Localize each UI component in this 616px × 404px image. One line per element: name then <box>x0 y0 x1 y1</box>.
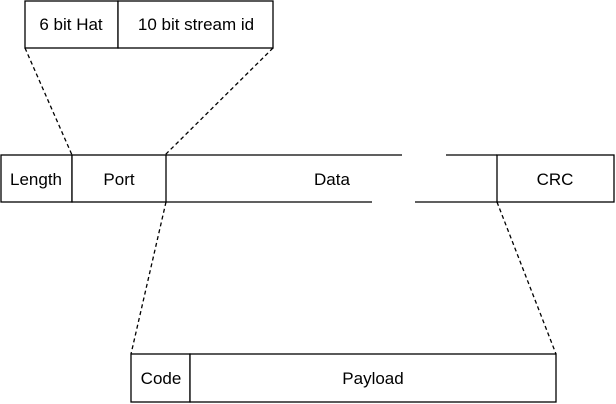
payload-field-label: Payload <box>342 369 403 388</box>
length-field-label: Length <box>10 170 62 189</box>
port-field-label: Port <box>103 170 134 189</box>
packet-row: Length Port Data CRC <box>0 154 615 203</box>
data-field-label: Data <box>314 170 350 189</box>
payload-field-box <box>189 353 557 403</box>
hat-field-label: 6 bit Hat <box>39 15 103 34</box>
port-field-box <box>71 154 167 203</box>
port-expansion-left-line <box>24 47 73 156</box>
crc-field-label: CRC <box>537 170 574 189</box>
length-field-box <box>0 154 73 203</box>
port-expansion-right-line <box>164 47 274 156</box>
code-field-label: Code <box>141 369 182 388</box>
data-expansion-right-line <box>496 201 557 355</box>
data-expansion-left-line <box>130 201 167 355</box>
hat-field-box <box>24 0 119 49</box>
crc-field-box <box>496 154 615 203</box>
port-detail-group: 6 bit Hat 10 bit stream id <box>24 0 274 49</box>
data-detail-group: Code Payload <box>130 353 557 403</box>
stream-id-field-label: 10 bit stream id <box>138 15 254 34</box>
code-field-box <box>130 353 191 403</box>
stream-id-field-box <box>117 0 274 49</box>
